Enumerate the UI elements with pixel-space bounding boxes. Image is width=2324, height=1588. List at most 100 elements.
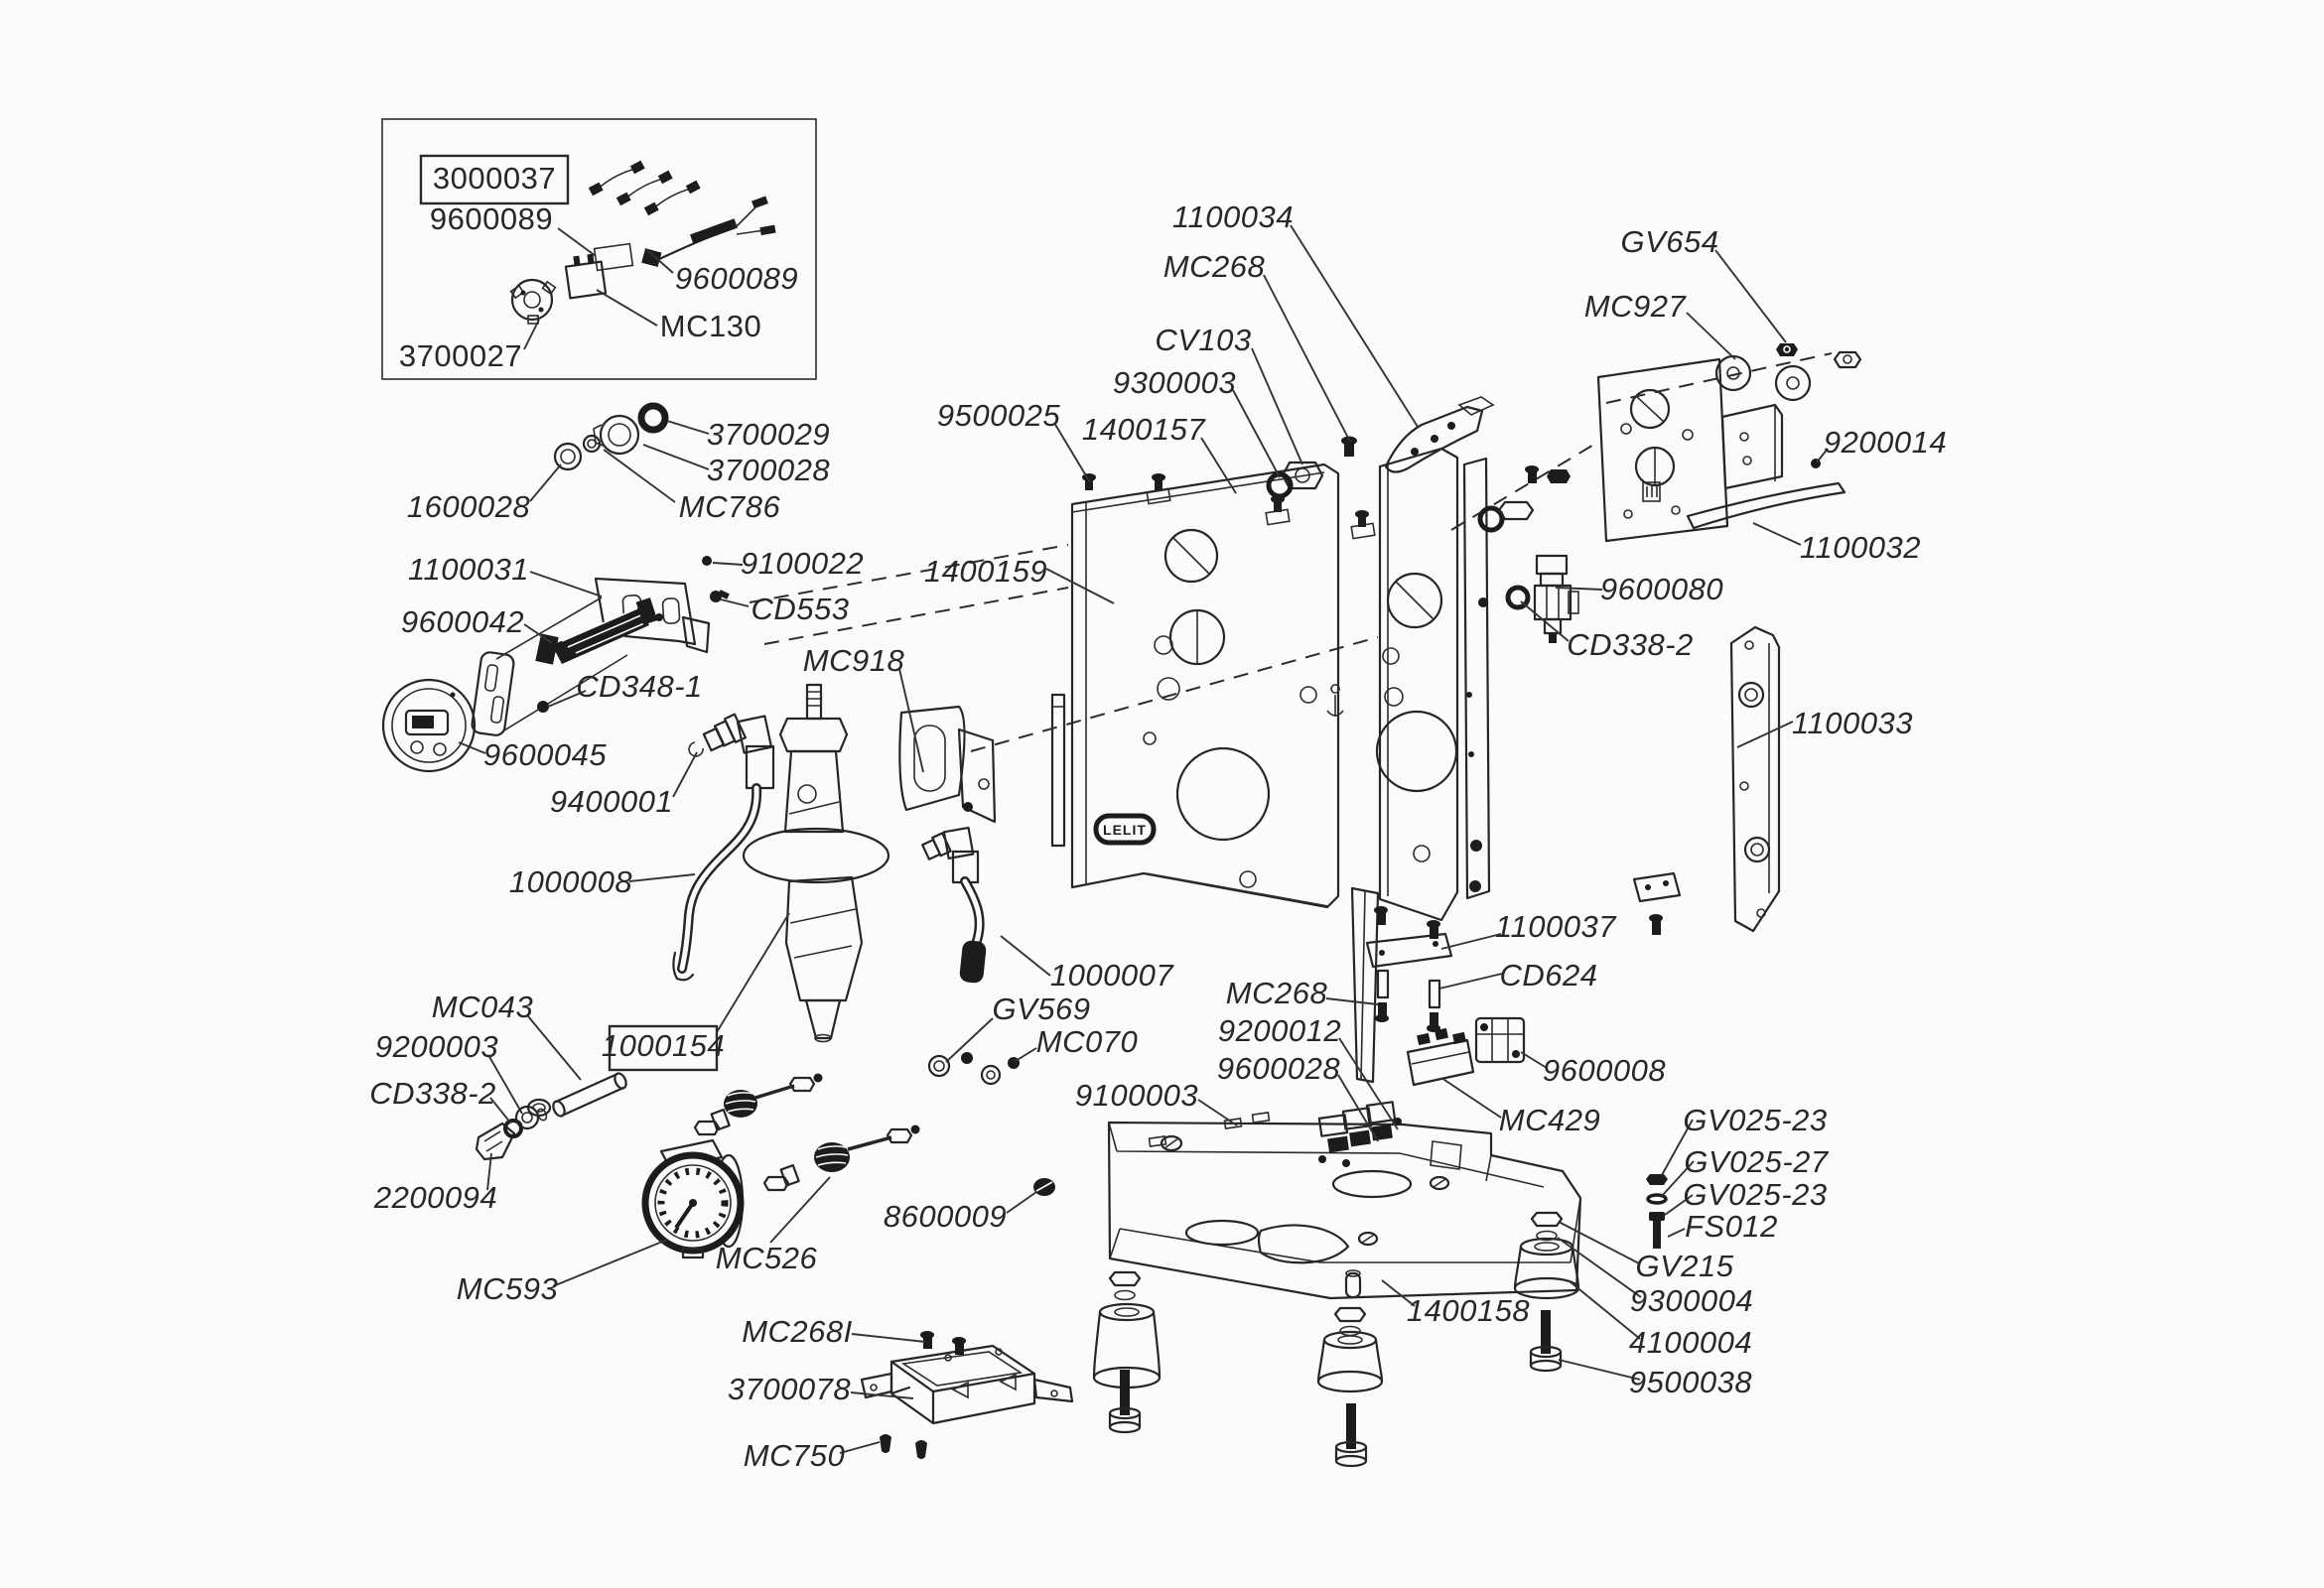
leader-line-GV025-23 bbox=[1664, 1194, 1694, 1216]
label-box-1000154 bbox=[608, 1024, 719, 1072]
leader-line-3700028 bbox=[642, 444, 710, 470]
leader-line-1400157 bbox=[1200, 437, 1237, 494]
leader-line-9200014 bbox=[1816, 448, 1829, 463]
part-label-CD624-33: CD624 bbox=[1500, 958, 1598, 992]
leader-line-1000008 bbox=[628, 873, 696, 882]
leader-line-MC927 bbox=[1686, 312, 1736, 360]
leader-line-9600045 bbox=[458, 741, 486, 754]
part-label-3700027-4: 3700027 bbox=[399, 338, 522, 373]
inset-kit-box bbox=[381, 118, 817, 380]
leader-line-CD624 bbox=[1438, 973, 1503, 990]
leader-line-CV103 bbox=[1251, 347, 1303, 465]
pressure-gauge bbox=[641, 1138, 745, 1259]
leader-line-9400001 bbox=[672, 751, 698, 798]
rubber-feet bbox=[1092, 1237, 1580, 1393]
label-box-3000037 bbox=[419, 154, 570, 205]
wire-harness bbox=[641, 196, 776, 268]
part-label-GV025-23-57: GV025-23 bbox=[1683, 1177, 1827, 1212]
leader-line-GV025-27 bbox=[1661, 1160, 1695, 1197]
leader-line-9100003 bbox=[1197, 1099, 1238, 1126]
part-label-MC268-23: MC268 bbox=[1163, 249, 1266, 284]
part-label-9600080-29: 9600080 bbox=[1600, 572, 1723, 606]
part-label-2200094-47: 2200094 bbox=[373, 1180, 497, 1215]
spring-assemblies bbox=[475, 1052, 1055, 1196]
leader-line-9600042 bbox=[523, 623, 553, 644]
leader-line-MC429 bbox=[1440, 1077, 1502, 1119]
part-label-9100022-10: 9100022 bbox=[741, 546, 864, 581]
leader-line-1000154 bbox=[716, 912, 790, 1033]
part-label-1400159-18: 1400159 bbox=[924, 554, 1047, 589]
part-label-9600028-36: 9600028 bbox=[1217, 1051, 1340, 1086]
part-label-9400001-16: 9400001 bbox=[550, 784, 673, 819]
leader-line-CD348-1 bbox=[547, 690, 587, 708]
leader-line-1400159 bbox=[1045, 568, 1115, 604]
side-rail bbox=[1632, 625, 1781, 935]
part-label-9200014-27: 9200014 bbox=[1824, 425, 1947, 460]
leader-line-2200094 bbox=[486, 1152, 492, 1191]
part-label-MC750-53: MC750 bbox=[744, 1438, 845, 1473]
clip-bracket bbox=[1406, 1027, 1475, 1087]
brand-logo-text: LELIT bbox=[1103, 822, 1147, 838]
leader-line-1000007 bbox=[1000, 935, 1051, 977]
control-display bbox=[381, 596, 704, 773]
main-back-panel: LELIT bbox=[749, 443, 1596, 1084]
part-label-8600009-50: 8600009 bbox=[884, 1199, 1007, 1234]
leader-line-CD553 bbox=[720, 598, 750, 607]
part-label-FS012-58: FS012 bbox=[1685, 1209, 1778, 1244]
leader-line-1100031 bbox=[529, 571, 603, 597]
part-label-GV654-25: GV654 bbox=[1620, 224, 1718, 259]
part-label-CV103-22: CV103 bbox=[1155, 323, 1251, 357]
part-label-GV025-23-55: GV025-23 bbox=[1683, 1103, 1827, 1137]
part-label-9600008-37: 9600008 bbox=[1543, 1053, 1666, 1088]
leader-line-1100032 bbox=[1752, 522, 1802, 546]
leader-line-9100022 bbox=[712, 562, 744, 566]
leader-line-8600009 bbox=[1006, 1191, 1037, 1214]
part-label-3700078-52: 3700078 bbox=[728, 1372, 851, 1406]
foot-bolts bbox=[1108, 1310, 1563, 1468]
part-label-4100004-61: 4100004 bbox=[1629, 1325, 1752, 1360]
part-label-1100032-28: 1100032 bbox=[1800, 530, 1921, 565]
part-label-1000008-17: 1000008 bbox=[509, 864, 632, 899]
jumper-wires bbox=[588, 160, 701, 216]
leader-line-GV569 bbox=[945, 1017, 994, 1063]
leader-line-9600008 bbox=[1520, 1051, 1548, 1069]
part-label-1100033-31: 1100033 bbox=[1792, 706, 1913, 740]
part-label-9600042-12: 9600042 bbox=[401, 604, 524, 639]
leader-line-CD338-2 bbox=[1520, 600, 1570, 642]
part-label-9500038-62: 9500038 bbox=[1629, 1365, 1752, 1399]
part-label-9300004-60: 9300004 bbox=[1630, 1283, 1753, 1318]
terminal-blocks bbox=[1317, 1101, 1402, 1167]
part-label-1600028-7: 1600028 bbox=[407, 489, 530, 524]
part-label-9600045-15: 9600045 bbox=[483, 737, 607, 772]
part-label-MC070-40: MC070 bbox=[1036, 1024, 1138, 1059]
part-label-MC786-8: MC786 bbox=[679, 489, 781, 524]
part-labels: 300003796000899600089MC13037000273700029… bbox=[369, 154, 1947, 1473]
leader-line-MC130 bbox=[596, 289, 658, 327]
part-label-MC429-38: MC429 bbox=[1499, 1103, 1600, 1137]
leader-line-9600028 bbox=[1337, 1074, 1379, 1142]
leader-lines bbox=[458, 224, 1829, 1454]
part-label-1000154-43: 1000154 bbox=[602, 1028, 725, 1063]
relay-block bbox=[1474, 1016, 1526, 1064]
solenoid-valve bbox=[1505, 554, 1579, 643]
leader-line-9300003 bbox=[1232, 389, 1281, 478]
foot-hardware bbox=[1108, 1211, 1564, 1337]
part-label-1400157-20: 1400157 bbox=[1082, 412, 1206, 447]
leader-line-9200003 bbox=[487, 1054, 523, 1115]
leader-line-MC268 bbox=[1325, 997, 1379, 1005]
drip-tray-support bbox=[860, 1331, 1074, 1459]
leader-line-1400158 bbox=[1381, 1279, 1416, 1307]
leader-line-MC593 bbox=[552, 1239, 668, 1287]
leader-line-1600028 bbox=[529, 463, 562, 502]
part-label-3700028-6: 3700028 bbox=[707, 453, 830, 487]
leader-line-9200012 bbox=[1338, 1037, 1399, 1130]
top-bracket bbox=[1266, 396, 1571, 533]
part-label-9600089-2: 9600089 bbox=[675, 261, 798, 296]
leader-line-3700029 bbox=[666, 420, 710, 435]
leader-line-MC268I bbox=[851, 1333, 926, 1343]
leader-line-1100037 bbox=[1440, 933, 1502, 950]
tray-screws bbox=[1148, 1112, 1450, 1247]
part-label-MC043-44: MC043 bbox=[432, 990, 533, 1024]
leader-line-FS012 bbox=[1667, 1228, 1686, 1238]
